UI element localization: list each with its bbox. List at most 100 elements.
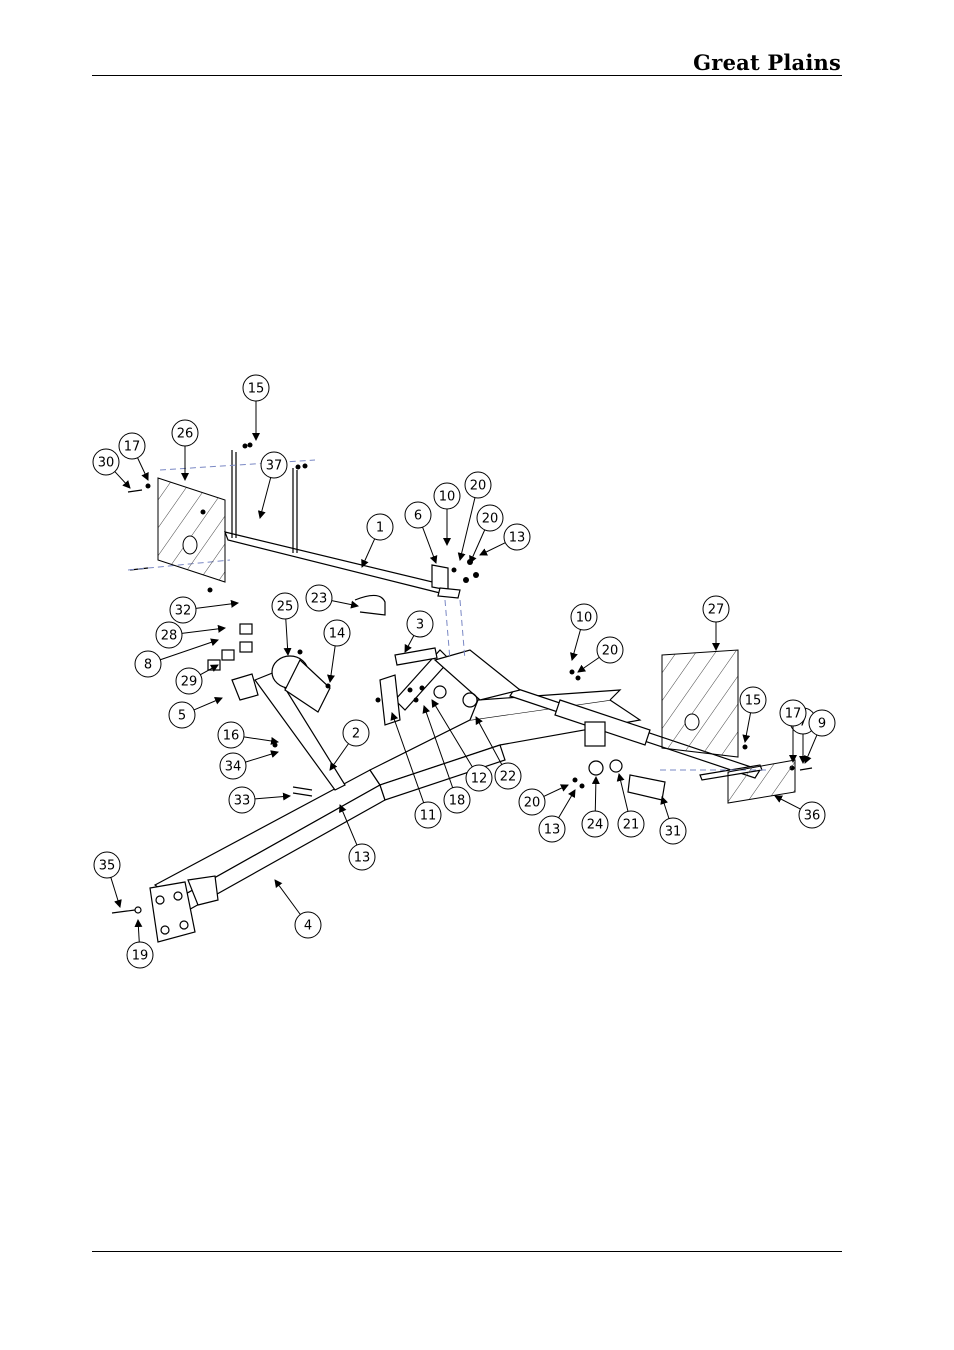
callout-leader	[332, 601, 358, 606]
callout-label: 18	[449, 794, 466, 809]
callout-label: 32	[175, 604, 192, 619]
callout-20: 20	[470, 505, 503, 563]
callout-label: 22	[500, 770, 517, 785]
callout-leader	[330, 646, 335, 682]
callout-2: 2	[330, 720, 369, 770]
callout-label: 12	[471, 772, 488, 787]
callout-label: 21	[623, 818, 640, 833]
callout-10: 10	[434, 483, 460, 545]
callout-34: 34	[220, 752, 278, 779]
callout-label: 1	[376, 521, 384, 536]
callout-1: 1	[362, 514, 393, 567]
callout-9: 9	[805, 710, 835, 763]
callout-label: 34	[225, 760, 242, 775]
callout-label: 15	[745, 694, 762, 709]
callout-4: 4	[275, 880, 321, 938]
callout-label: 33	[234, 794, 251, 809]
callout-label: 27	[708, 603, 725, 618]
callout-label: 8	[144, 658, 152, 673]
callout-label: 3	[416, 618, 424, 633]
callout-leader	[805, 735, 817, 763]
callout-label: 5	[178, 709, 186, 724]
callout-label: 4	[304, 919, 312, 934]
callout-leader	[260, 478, 271, 518]
callout-20: 20	[519, 785, 568, 815]
callout-10: 10	[571, 604, 597, 660]
callout-label: 19	[132, 949, 149, 964]
callout-32: 32	[170, 597, 238, 623]
callout-label: 10	[576, 611, 593, 626]
callout-23: 23	[306, 585, 358, 611]
callout-leader	[286, 619, 288, 655]
callout-label: 31	[665, 825, 682, 840]
callout-label: 10	[439, 490, 456, 505]
callout-26: 26	[172, 420, 198, 480]
callout-label: 6	[414, 509, 422, 524]
callout-5: 5	[169, 698, 222, 728]
callout-leader	[745, 713, 751, 742]
callout-label: 11	[420, 809, 437, 824]
callout-leader	[559, 790, 575, 818]
callout-leader	[182, 628, 225, 633]
callout-label: 25	[277, 600, 294, 615]
callout-label: 14	[329, 627, 346, 642]
callout-leader	[405, 635, 414, 652]
callout-6: 6	[405, 502, 436, 563]
callout-35: 35	[94, 852, 120, 907]
callout-label: 13	[509, 531, 526, 546]
callout-leader	[255, 796, 290, 799]
callout-label: 20	[602, 644, 619, 659]
callout-label: 29	[181, 675, 198, 690]
callout-label: 20	[524, 796, 541, 811]
callout-leader	[595, 777, 596, 811]
callout-label: 26	[177, 427, 194, 442]
callout-27: 27	[703, 596, 729, 650]
callout-36: 36	[775, 796, 825, 828]
callout-leader	[245, 752, 278, 762]
callout-leader	[662, 797, 669, 819]
callout-leader	[362, 539, 375, 567]
callout-leader	[194, 698, 222, 710]
callout-label: 20	[482, 512, 499, 527]
callout-label: 16	[223, 729, 240, 744]
callout-17: 17	[119, 433, 148, 480]
callout-label: 13	[544, 823, 561, 838]
callout-31: 31	[660, 797, 686, 844]
callout-label: 24	[587, 818, 604, 833]
callout-label: 23	[311, 592, 328, 607]
callout-label: 36	[804, 809, 821, 824]
callout-label: 17	[124, 440, 141, 455]
callout-24: 24	[582, 777, 608, 837]
callout-33: 33	[229, 787, 290, 813]
callout-label: 9	[818, 717, 826, 732]
callout-leader	[544, 785, 568, 796]
callout-label: 28	[161, 629, 178, 644]
callout-leader	[138, 458, 148, 480]
callout-leader	[244, 737, 278, 742]
decal-27	[662, 650, 738, 757]
callout-leader	[111, 877, 120, 907]
callout-16: 16	[218, 722, 278, 748]
callout-leader	[196, 603, 238, 608]
callout-leader	[115, 472, 130, 488]
callout-leader	[572, 630, 581, 660]
callout-leader	[470, 530, 485, 563]
callout-3: 3	[405, 611, 433, 652]
callout-leader	[275, 880, 300, 915]
callout-label: 35	[99, 859, 116, 874]
callout-leader	[423, 527, 436, 563]
callout-19: 19	[127, 920, 153, 968]
callout-25: 25	[272, 593, 298, 655]
callout-28: 28	[156, 622, 225, 648]
callout-leader	[578, 657, 599, 672]
callout-leader	[460, 498, 475, 560]
callout-label: 37	[266, 459, 283, 474]
callout-leader	[480, 543, 505, 555]
callout-leader	[330, 744, 349, 770]
callout-label: 17	[785, 707, 802, 722]
callout-label: 30	[98, 456, 115, 471]
callout-leader	[138, 920, 139, 942]
callout-label: 20	[470, 479, 487, 494]
callout-label: 13	[354, 851, 371, 866]
